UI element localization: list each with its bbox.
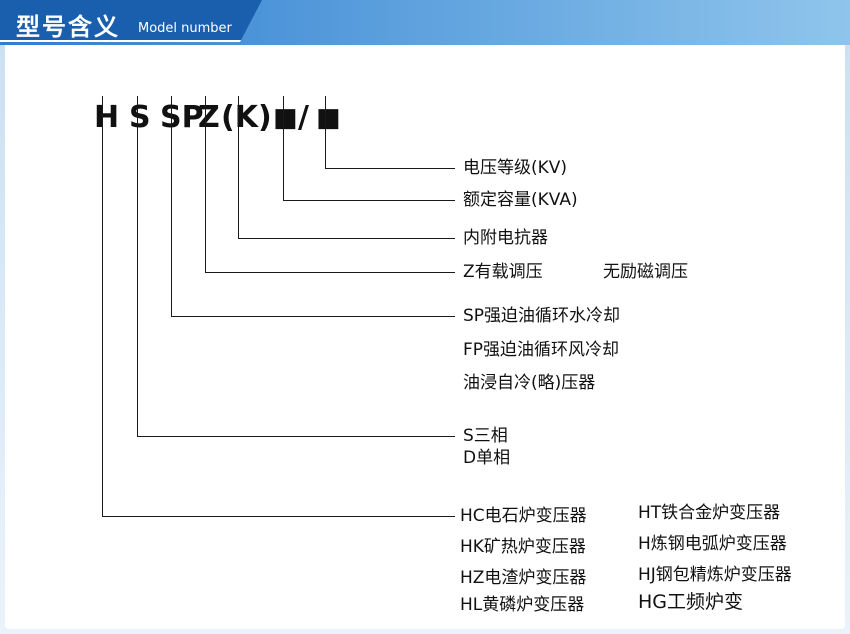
- label-furnace-hk: HK矿热炉变压器: [460, 537, 586, 557]
- connector-v-cooling: [171, 96, 172, 316]
- diagram-canvas: H S SP Z (K) ■ / ■ 电压等级(KV) 额定容量(KVA) 内附…: [5, 45, 845, 629]
- label-furnace-h: H炼钢电弧炉变压器: [638, 534, 787, 554]
- label-offload-regulation: 无励磁调压: [603, 262, 688, 282]
- page-header: 型号含义 Model number: [0, 0, 850, 45]
- connector-h-phase: [137, 436, 455, 437]
- connector-h-capacity: [283, 200, 455, 201]
- code-letter-z: Z: [198, 100, 220, 135]
- code-square-capacity: ■: [273, 103, 298, 133]
- connector-h-regulation: [205, 272, 455, 273]
- label-furnace-hg: HG工频炉变: [638, 591, 744, 613]
- label-furnace-hc: HC电石炉变压器: [460, 506, 587, 526]
- code-letters-k: (K): [221, 100, 272, 135]
- label-phase-d: D单相: [463, 448, 511, 468]
- label-cooling-sp: SP强迫油循环水冷却: [463, 306, 621, 326]
- connector-v-furnace: [102, 96, 103, 516]
- label-phase-s: S三相: [463, 426, 508, 446]
- label-rated-capacity: 额定容量(KVA): [463, 190, 578, 210]
- label-cooling-oil: 油浸自冷(略)压器: [463, 373, 596, 393]
- label-reactor: 内附电抗器: [463, 228, 548, 248]
- connector-v-phase: [137, 96, 138, 436]
- label-furnace-ht: HT铁合金炉变压器: [638, 503, 781, 523]
- connector-v-regulation: [205, 96, 206, 272]
- connector-h-reactor: [238, 238, 455, 239]
- page-title: 型号含义: [16, 13, 120, 41]
- code-letters-sp: SP: [160, 100, 204, 135]
- label-cooling-fp: FP强迫油循环风冷却: [463, 340, 620, 360]
- label-furnace-hl: HL黄磷炉变压器: [460, 595, 585, 615]
- header-ribbon: [0, 0, 262, 42]
- label-furnace-hz: HZ电渣炉变压器: [460, 568, 587, 588]
- code-letter-h: H: [94, 100, 120, 135]
- connector-v-reactor: [238, 96, 239, 238]
- connector-h-cooling: [171, 316, 455, 317]
- connector-v-voltage: [325, 96, 326, 168]
- code-letter-s: S: [129, 100, 151, 135]
- connector-h-furnace: [102, 516, 455, 517]
- page-subtitle: Model number: [138, 21, 232, 36]
- label-onload-regulation: Z有载调压: [463, 262, 543, 282]
- code-square-voltage: ■: [316, 103, 341, 133]
- label-voltage-level: 电压等级(KV): [463, 158, 568, 178]
- connector-v-capacity: [283, 96, 284, 200]
- label-furnace-hj: HJ钢包精炼炉变压器: [638, 565, 792, 585]
- code-slash: /: [298, 100, 309, 135]
- connector-h-voltage: [325, 168, 455, 169]
